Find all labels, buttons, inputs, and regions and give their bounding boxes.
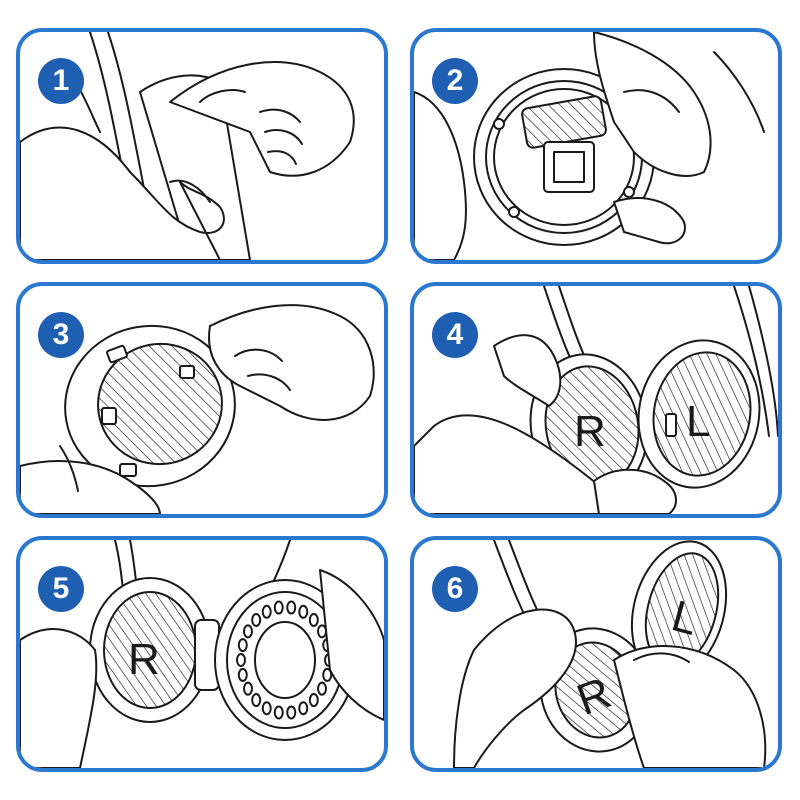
step-number-badge: 1 — [38, 58, 84, 104]
step-number-badge: 2 — [432, 58, 478, 104]
step-4-panel: 4 R L — [410, 282, 782, 518]
step-5-panel: 5 R — [16, 536, 388, 772]
step-number-badge: 4 — [432, 312, 478, 358]
right-ear-label: R — [574, 407, 606, 456]
step-2-panel: 2 — [410, 28, 782, 264]
step-number-badge: 6 — [432, 566, 478, 612]
right-ear-label: R — [128, 635, 160, 684]
step-3-panel: 3 — [16, 282, 388, 518]
step-1-panel: 1 — [16, 28, 388, 264]
step-number-badge: 5 — [38, 566, 84, 612]
step-6-panel: 6 L R — [410, 536, 782, 772]
step-number-badge: 3 — [38, 312, 84, 358]
left-ear-label: L — [686, 397, 710, 446]
